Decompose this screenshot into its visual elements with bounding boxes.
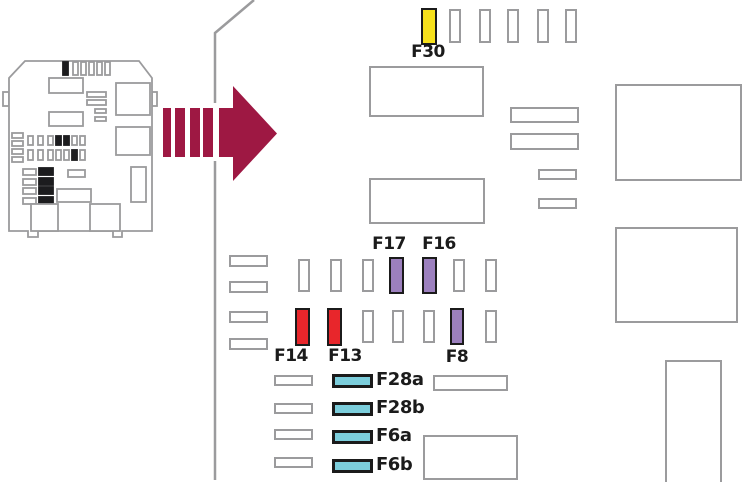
fuse-slot-empty bbox=[274, 429, 313, 440]
relay-box bbox=[615, 227, 738, 323]
fuse-label-f8: F8 bbox=[445, 347, 469, 367]
fuse-slot-empty bbox=[507, 9, 519, 43]
fuse-f8 bbox=[450, 308, 464, 345]
relay-box bbox=[369, 178, 485, 224]
relay-box bbox=[615, 84, 742, 181]
arrow-icon bbox=[163, 86, 277, 181]
connector-slot bbox=[433, 375, 508, 391]
fuse-slot-empty bbox=[229, 311, 268, 323]
fuse-f28b bbox=[332, 402, 373, 416]
fuse-slot-empty bbox=[274, 403, 313, 414]
connector-slot bbox=[510, 133, 579, 150]
panel-border bbox=[211, 0, 255, 480]
fuse-slot-empty bbox=[423, 310, 435, 343]
fuse-label-f6b: F6b bbox=[376, 454, 413, 475]
fuse-label-f6a: F6a bbox=[376, 425, 412, 446]
connector-slot bbox=[538, 169, 577, 180]
fuse-f14 bbox=[295, 308, 310, 346]
fuse-slot-empty bbox=[537, 9, 549, 43]
fuse-label-f17: F17 bbox=[372, 234, 406, 254]
fuse-label-f28b: F28b bbox=[376, 397, 425, 418]
fuse-slot-empty bbox=[274, 375, 313, 386]
fuse-slot-empty bbox=[362, 259, 374, 292]
relay-box bbox=[369, 66, 484, 117]
fuse-slot-empty bbox=[392, 310, 404, 343]
connector-slot bbox=[538, 198, 577, 209]
fuse-slot-empty bbox=[229, 281, 268, 293]
fuse-f6b bbox=[332, 459, 373, 473]
fuse-slot-empty bbox=[362, 310, 374, 343]
relay-box bbox=[665, 360, 722, 482]
connector-slot bbox=[510, 107, 579, 123]
fuse-label-f30: F30 bbox=[411, 42, 445, 62]
fuse-slot-empty bbox=[449, 9, 461, 43]
fuse-label-f28a: F28a bbox=[376, 369, 424, 390]
fuse-slot-empty bbox=[229, 255, 268, 267]
fuse-f16 bbox=[422, 257, 437, 294]
fuse-label-f13: F13 bbox=[328, 346, 362, 366]
fuse-slot-empty bbox=[453, 259, 465, 292]
fuse-slot-empty bbox=[274, 457, 313, 468]
fuse-f17 bbox=[389, 257, 404, 294]
fuse-slot-empty bbox=[229, 338, 268, 350]
fuse-f30 bbox=[421, 8, 437, 45]
fuse-label-f14: F14 bbox=[274, 346, 308, 366]
fuse-module-thumbnail bbox=[2, 60, 158, 238]
fuse-f28a bbox=[332, 374, 373, 388]
fuse-slot-empty bbox=[565, 9, 577, 43]
fuse-slot-empty bbox=[485, 310, 497, 343]
fuse-label-f16: F16 bbox=[422, 234, 456, 254]
fuse-slot-empty bbox=[298, 259, 310, 292]
fuse-slot-empty bbox=[330, 259, 342, 292]
fuse-slot-empty bbox=[479, 9, 491, 43]
relay-box bbox=[423, 435, 518, 480]
fuse-f13 bbox=[327, 308, 342, 346]
fuse-slot-empty bbox=[485, 259, 497, 292]
fuse-f6a bbox=[332, 430, 373, 444]
